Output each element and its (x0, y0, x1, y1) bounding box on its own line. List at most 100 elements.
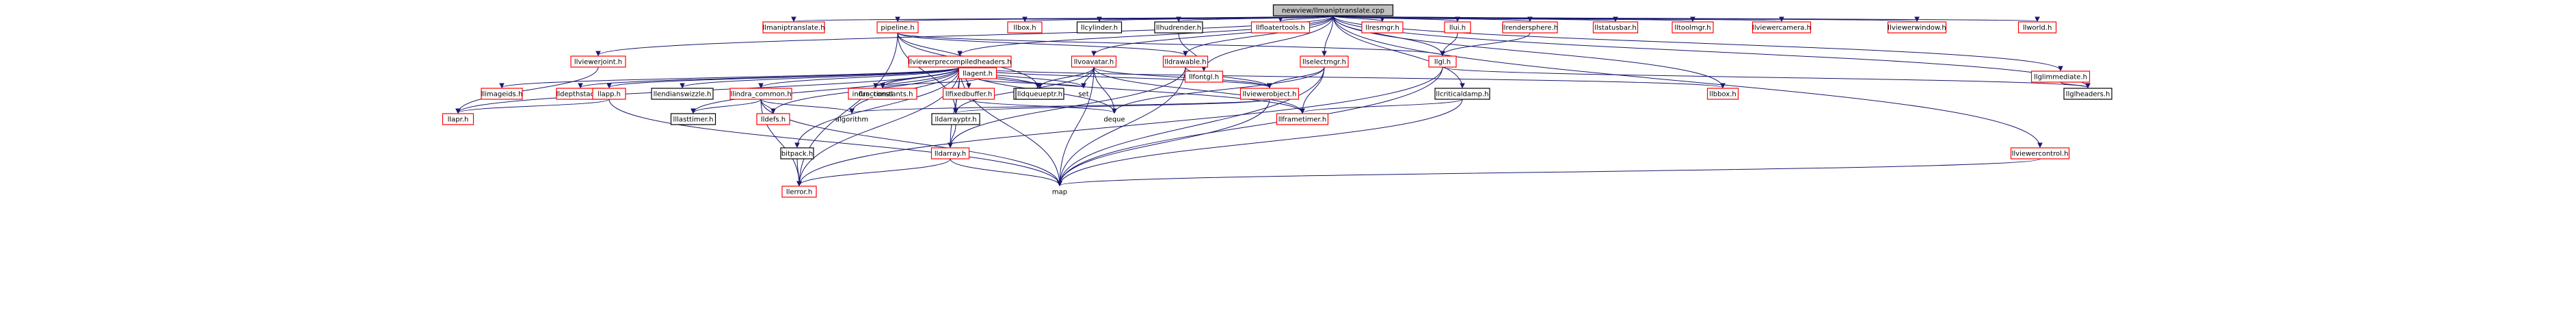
arrowhead-llviewerprecompiledheaders_h-to-llbbox_h (1720, 83, 1726, 89)
node-lllasttimer-h[interactable]: lllasttimer.h (670, 113, 716, 125)
node-llresmgr-h[interactable]: llresmgr.h (1361, 21, 1404, 34)
node-llhudrender-h[interactable]: llhudrender.h (1154, 21, 1203, 34)
node-llstatusbar-h[interactable]: llstatusbar.h (1592, 21, 1639, 34)
edge-llvoavatar_h-to-deque (1093, 66, 1115, 114)
node-label: llbox.h (1013, 25, 1036, 32)
node-lldarrayptr-h[interactable]: lldarrayptr.h (931, 113, 980, 125)
node-llviewercamera-h[interactable]: llviewercamera.h (1752, 21, 1812, 34)
node-llframetimer-h[interactable]: llframetimer.h (1276, 113, 1329, 125)
node-box (729, 88, 792, 100)
node-llcriticaldamp-h[interactable]: llcriticaldamp.h (1434, 88, 1490, 100)
node-llcylinder-h[interactable]: llcylinder.h (1076, 21, 1123, 34)
arrowhead-llviewerprecompiledheaders_h-to-llfixedbuffer_h (966, 83, 971, 89)
edge-lldarray_h-to-llerror_h (799, 158, 951, 186)
node-llapp-h[interactable]: llapp.h (592, 88, 626, 100)
node-box (1184, 71, 1224, 83)
node-pipeline-h[interactable]: pipeline.h (876, 21, 919, 34)
edge-llviewerobject_h-to-algorithm (851, 99, 1270, 114)
plain-node-label: set (1078, 91, 1088, 99)
node-llviewerwindow-h[interactable]: llviewerwindow.h (1887, 21, 1947, 34)
node-box (2017, 21, 2057, 34)
node-label: llglheaders.h (2066, 91, 2110, 99)
arrowhead-llviewerprecompiledheaders_h-to-bitpack_h (794, 142, 800, 149)
node-box (442, 113, 474, 125)
node-lltoolmgr-h[interactable]: lltoolmgr.h (1672, 21, 1714, 34)
plain-node-algorithm: algorithm (835, 116, 868, 124)
node-box (1887, 21, 1947, 34)
edge-llindra_common_h-to-algorithm (760, 99, 853, 114)
node-bitpack-h[interactable]: bitpack.h (780, 147, 814, 159)
node-box (908, 55, 1012, 68)
node-llvoavatar-h[interactable]: llvoavatar.h (1071, 55, 1117, 68)
node-llviewerobject-h[interactable]: llviewerobject.h (1239, 88, 1300, 100)
edge-llindra_common_h-to-lllasttimer_h (693, 99, 762, 114)
plain-node-label: functional (859, 91, 893, 99)
node-lldefs-h[interactable]: lldefs.h (756, 113, 790, 125)
node-box (876, 21, 919, 34)
node-llselectmgr-h[interactable]: llselectmgr.h (1300, 55, 1349, 68)
edge-llviewerprecompiledheaders_h-to-llbbox_h (959, 66, 1723, 88)
node-llagent-h[interactable]: llagent.h (958, 67, 997, 79)
node-llendianswizzle-h[interactable]: llendianswizzle.h (651, 88, 714, 100)
node-llui-h[interactable]: llui.h (1444, 21, 1471, 34)
node-lldrawable-h[interactable]: lldrawable.h (1162, 55, 1209, 68)
node-label: llerror.h (786, 189, 812, 196)
node-llbbox-h[interactable]: llbbox.h (1706, 88, 1739, 100)
node-llindra-common-h[interactable]: llindra_common.h (729, 88, 792, 100)
arrowhead-llviewercontrol_h-to-map (1057, 181, 1062, 187)
node-label: lldepthstack.h (556, 91, 605, 99)
node-llgl-h[interactable]: llgl.h (1428, 55, 1457, 68)
node-llbox-h[interactable]: llbox.h (1007, 21, 1043, 34)
node-label: lldarray.h (935, 151, 966, 158)
node-label: llvoavatar.h (1074, 59, 1114, 66)
node-llmaniptranslate-h[interactable]: llmaniptranslate.h (762, 21, 825, 34)
node-llglheaders-h[interactable]: llglheaders.h (2063, 88, 2112, 100)
node-box (780, 147, 814, 159)
node-llfixedbuffer-h[interactable]: llfixedbuffer.h (942, 88, 995, 100)
edge-llselectmgr_h-to-map (1059, 66, 1325, 186)
node-lldarray-h[interactable]: lldarray.h (930, 147, 970, 159)
arrowhead-root-to-llviewercontrol_h (2037, 142, 2043, 149)
node-llapr-h[interactable]: llapr.h (442, 113, 474, 125)
arrowhead-root-to-llselectmgr_h (1321, 51, 1327, 57)
node-root[interactable]: newview/llmaniptranslate.cpp (1272, 4, 1394, 16)
node-label: llmaniptranslate.h (762, 25, 824, 32)
edge-pipeline_h-to-lldarrayptr_h (897, 32, 956, 114)
node-llglimmediate-h[interactable]: llglimmediate.h (2030, 71, 2091, 83)
edge-llagent_h-to-set (977, 78, 1084, 88)
node-llrendersphere-h[interactable]: llrendersphere.h (1502, 21, 1558, 34)
node-llimageids-h[interactable]: llimageids.h (481, 88, 523, 100)
node-box (1428, 55, 1457, 68)
node-box (1502, 21, 1558, 34)
node-llfloatertools-h[interactable]: llfloatertools.h (1250, 21, 1311, 34)
node-llviewerjoint-h[interactable]: llviewerjoint.h (570, 55, 626, 68)
node-box (1361, 21, 1404, 34)
arrowhead-root-to-llvoavatar_h (1091, 51, 1097, 57)
node-llerror-h[interactable]: llerror.h (781, 186, 817, 198)
edge-llvoavatar_h-to-llframetimer_h (1093, 66, 1303, 114)
arrowhead-root-to-pipeline_h (895, 16, 900, 23)
edge-lldarray_h-to-map (950, 158, 1060, 186)
node-label: llviewercamera.h (1752, 25, 1811, 32)
arrowhead-llvoavatar_h-to-set (1081, 83, 1086, 89)
edge-llviewerprecompiledheaders_h-to-map (959, 66, 1060, 186)
node-indra-constants-h[interactable]: indra_constants.h (848, 88, 917, 100)
node-llworld-h[interactable]: llworld.h (2017, 21, 2057, 34)
node-box (1162, 55, 1209, 68)
edge-llindra_common_h-to-lldefs_h (760, 99, 774, 114)
arrowhead-llcriticaldamp_h-to-llframetimer_h (1300, 108, 1305, 114)
node-label: llviewerprecompiledheaders.h (909, 59, 1012, 66)
node-llfontgl-h[interactable]: llfontgl.h (1184, 71, 1224, 83)
node-lldqueueptr2-h[interactable]: lldqueueptr.h (1015, 88, 1064, 100)
node-label: pipeline.h (881, 25, 914, 32)
edge-root-to-llviewercontrol_h (1332, 15, 2041, 148)
node-llviewerprecompiledheaders-h[interactable]: llviewerprecompiledheaders.h (908, 55, 1012, 68)
edge-llselectmgr_h-to-llframetimer_h (1302, 66, 1325, 114)
node-llviewercontrol-h[interactable]: llviewercontrol.h (2010, 147, 2070, 159)
edge-llrendersphere_h-to-llgl_h (1442, 32, 1531, 56)
node-box (942, 88, 995, 100)
edge-root-to-llselectmgr_h (1324, 15, 1334, 56)
arrowhead-root-to-llbox_h (1022, 16, 1028, 23)
node-label: llbbox.h (1709, 91, 1736, 99)
edge-llviewerprecompiledheaders_h-to-llendianswizzle_h (682, 66, 961, 88)
